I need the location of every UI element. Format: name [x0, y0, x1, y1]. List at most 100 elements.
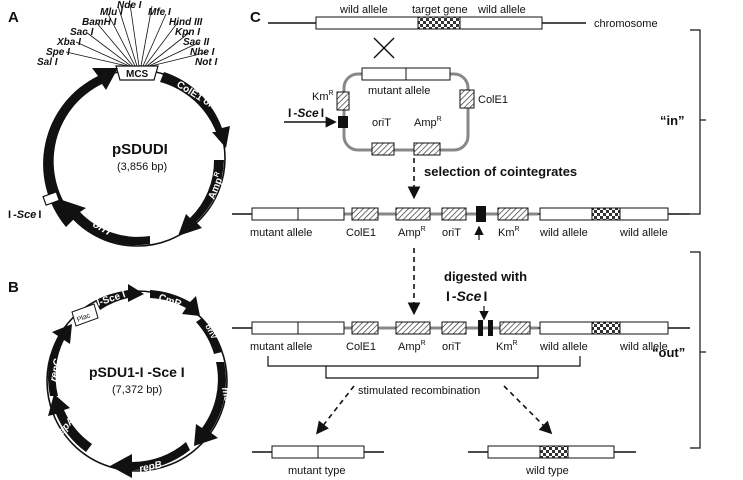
digested-label: digested with	[444, 269, 527, 284]
target-gene-label: target gene	[412, 4, 468, 16]
out-bracket	[690, 251, 701, 449]
wild-allele-left-label: wild allele	[339, 4, 388, 16]
mcs-box	[115, 65, 159, 81]
repc-label: repC	[48, 357, 64, 382]
isce-gene-arrow	[96, 284, 144, 310]
panel-c-label: C	[250, 9, 261, 26]
loop-cole1	[459, 89, 475, 109]
dig-mutant-allele-label: mutant allele	[250, 341, 312, 353]
kmr-label: KmR	[69, 123, 89, 149]
coint-mutant-allele-label: mutant allele	[250, 227, 312, 239]
dig-cole1-label: ColE1	[346, 341, 376, 353]
isce-gene-label: I-Sce I	[96, 289, 128, 309]
mcs-site-lines	[65, 3, 209, 67]
loop-isce-site	[338, 116, 348, 128]
selection-label: selection of cointegrates	[424, 164, 577, 179]
digested-row: mutant allele ColE1 AmpR oriT KmR wild a…	[232, 320, 690, 353]
coint-kmr-label: KmR	[498, 226, 520, 239]
loop-orit-label: oriT	[372, 117, 391, 129]
panel-a: A Mlu I BamH I Sac I Xba I Spe I Sal I N…	[8, 0, 230, 247]
mcs-sites-right: Mfe I Hind III Kpn I Sac II Nhe I Not I	[148, 7, 217, 68]
loop-kmr-label: KmR	[312, 90, 334, 103]
chromosome-target-gene	[417, 16, 461, 30]
site-xba: Xba I	[56, 37, 81, 48]
site-nhe: Nhe I	[190, 47, 215, 58]
out-label: “out”	[652, 345, 685, 360]
loop-cole1-label: ColE1	[478, 94, 508, 106]
recombination-bracket	[267, 356, 581, 367]
cmr-label: CmR	[157, 292, 183, 310]
site-kpn: Kpn I	[175, 27, 200, 38]
wild-allele-right-label: wild allele	[477, 4, 526, 16]
repb-arrow	[110, 442, 190, 478]
coint-orit-label: oriT	[442, 227, 461, 239]
loop-ampr	[413, 142, 441, 156]
plac-label: Plac	[76, 312, 92, 324]
coint-cole1-label: ColE1	[346, 227, 376, 239]
repc-arrow	[48, 324, 72, 396]
loop-mutant-allele-label: mutant allele	[368, 85, 430, 97]
site-hind: Hind III	[169, 17, 203, 28]
site-not: Not I	[195, 57, 217, 68]
plasmid-b-size: (7,372 bp)	[112, 384, 162, 396]
crossover-x	[373, 37, 395, 59]
stimulated-label: stimulated recombination	[358, 385, 480, 397]
mob-arrow	[194, 362, 226, 446]
wild-type-label: wild type	[525, 465, 569, 477]
dig-orit-label: oriT	[442, 341, 461, 353]
mutant-type-row: mutant type	[252, 445, 384, 477]
site-mlu: Mlu I	[100, 7, 123, 18]
mob-label: mob	[219, 386, 234, 409]
chromosome-row: wild allele target gene wild allele chro…	[268, 4, 658, 30]
in-label: “in”	[660, 113, 685, 128]
repb-label: repB	[138, 459, 163, 474]
coint-ampr-label: AmpR	[398, 226, 426, 239]
panel-b: B Plac I-Sce I CmR oriV mob repB repA re…	[8, 279, 234, 478]
cmr-arrow	[150, 290, 200, 316]
dig-kmr-label: KmR	[496, 340, 518, 353]
chromosome-label: chromosome	[594, 18, 658, 30]
wild-type-row: wild type	[468, 445, 636, 477]
site-nde: Nde I	[117, 0, 142, 11]
dig-ampr-label: AmpR	[398, 340, 426, 353]
mcs-sites-left: Mlu I BamH I Sac I Xba I Spe I Sal I	[37, 7, 123, 68]
site-sac: Sac I	[70, 27, 94, 38]
site-sal: Sal I	[37, 57, 58, 68]
plac-box	[71, 303, 99, 327]
isce-site-box	[42, 191, 61, 206]
site-sac2: Sac II	[183, 37, 209, 48]
loop-orit	[371, 142, 395, 156]
oriv-box	[196, 318, 222, 354]
orit-arrow	[62, 200, 150, 246]
loop-kmr	[336, 91, 350, 111]
loop-ampr-label: AmpR	[414, 116, 442, 129]
plasmid-a-name: pSDUDI	[112, 141, 168, 158]
site-mfe: Mfe I	[148, 7, 171, 18]
site-spe: Spe I	[46, 47, 70, 58]
cole1-ori-label: ColE1 ori	[174, 79, 217, 112]
cointegrate-row: mutant allele ColE1 AmpR oriT KmR wild a…	[232, 206, 690, 240]
mcs-label: MCS	[126, 69, 149, 80]
chromosome-wild-right	[459, 16, 543, 30]
wild-path-arrow	[503, 385, 553, 435]
plasmid-b-name: pSDU1-I -Sce I	[89, 364, 185, 380]
plasmid-a-size: (3,856 bp)	[117, 161, 167, 173]
repa-arrow	[48, 394, 92, 452]
coint-wild-allele-left-label: wild allele	[539, 227, 588, 239]
kmr-arrow	[43, 68, 118, 227]
coint-wild-allele-right-label: wild allele	[619, 227, 668, 239]
dig-wild-allele-left-label: wild allele	[539, 341, 588, 353]
cole1-ori-arrow	[160, 72, 230, 148]
in-bracket	[690, 29, 701, 215]
chromosome-wild-left	[315, 16, 419, 30]
panel-a-label: A	[8, 9, 19, 26]
panel-b-label: B	[8, 279, 19, 296]
ampr-arrow	[178, 160, 224, 236]
panel-c: C wild allele target gene wild allele ch…	[232, 4, 706, 477]
dig-wild-allele-right-label: wild allele	[619, 341, 668, 353]
